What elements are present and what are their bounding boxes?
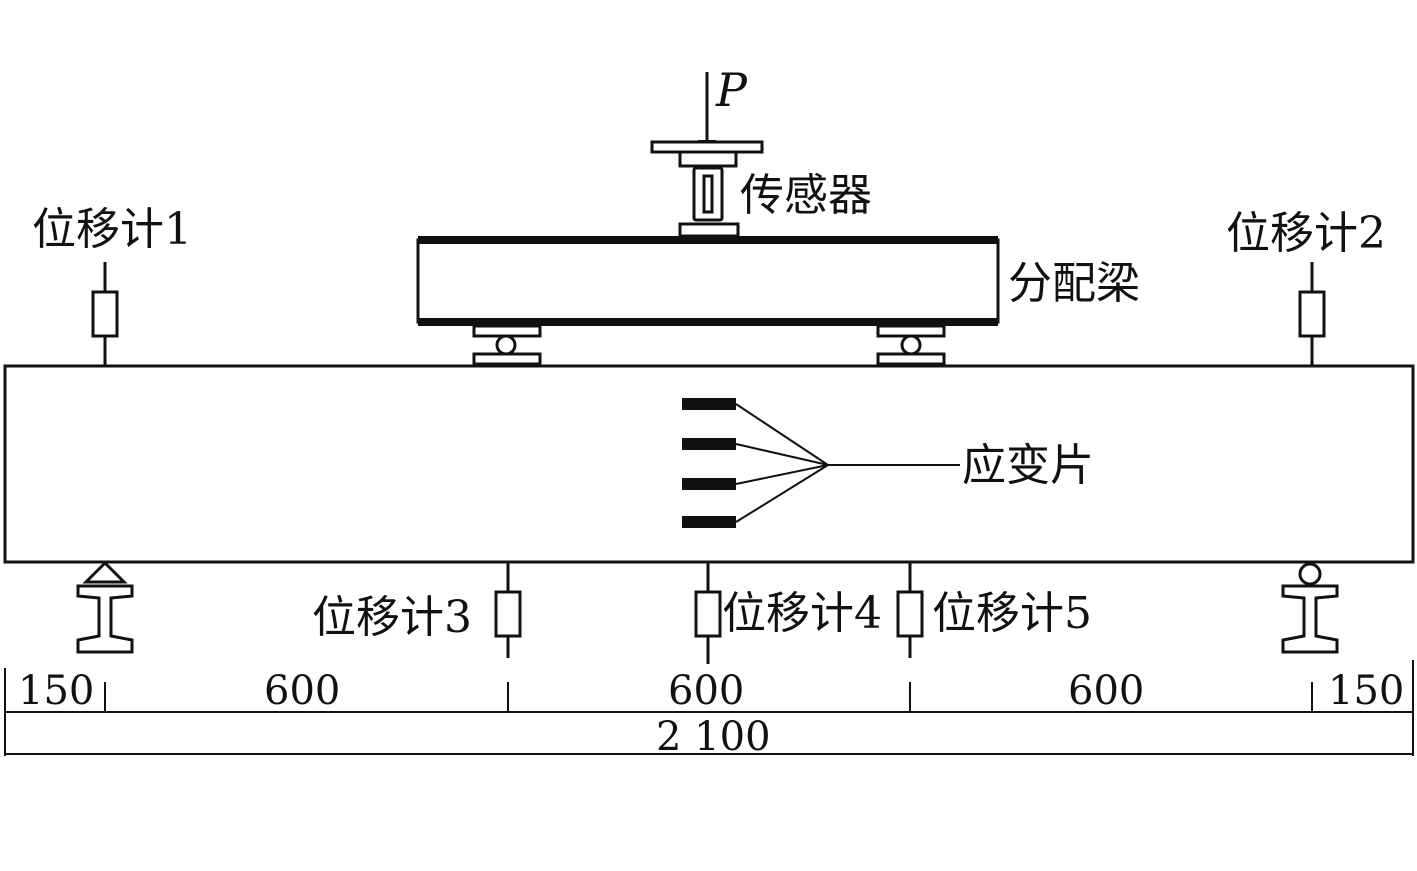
test-beam [3, 364, 1415, 564]
strain-gauge-label: 应变片 [962, 440, 1094, 491]
dim-total: 2 100 [656, 714, 771, 760]
load-label: P [715, 63, 748, 117]
gauge-5-label: 位移计5 [932, 588, 1092, 639]
distribution-beam-label: 分配梁 [1008, 258, 1140, 309]
displacement-gauge-3 [494, 562, 522, 658]
dim-segment-3: 600 [668, 668, 744, 714]
displacement-gauge-5 [896, 562, 924, 658]
load-sensor [650, 140, 764, 238]
gauge-4-label: 位移计4 [722, 588, 882, 639]
roller-support-right [876, 324, 946, 366]
strain-gauges [682, 398, 960, 528]
dim-segment-5: 150 [1328, 668, 1404, 714]
gauge-3-label: 位移计3 [312, 592, 472, 643]
sensor-label: 传感器 [740, 170, 872, 221]
dim-segment-2: 600 [264, 668, 340, 714]
displacement-gauge-2 [1298, 262, 1326, 366]
distribution-beam [416, 236, 1000, 326]
pin-support-left [76, 560, 134, 654]
dim-segment-1: 150 [18, 668, 94, 714]
dimension-lines [4, 660, 1414, 756]
dim-segment-4: 600 [1068, 668, 1144, 714]
displacement-gauge-4 [694, 562, 722, 664]
displacement-gauge-1 [91, 262, 119, 366]
gauge-2-label: 位移计2 [1226, 208, 1386, 259]
roller-support-left [472, 324, 574, 368]
roller-support-beam-right [1281, 562, 1339, 654]
gauge-1-label: 位移计1 [32, 204, 192, 255]
